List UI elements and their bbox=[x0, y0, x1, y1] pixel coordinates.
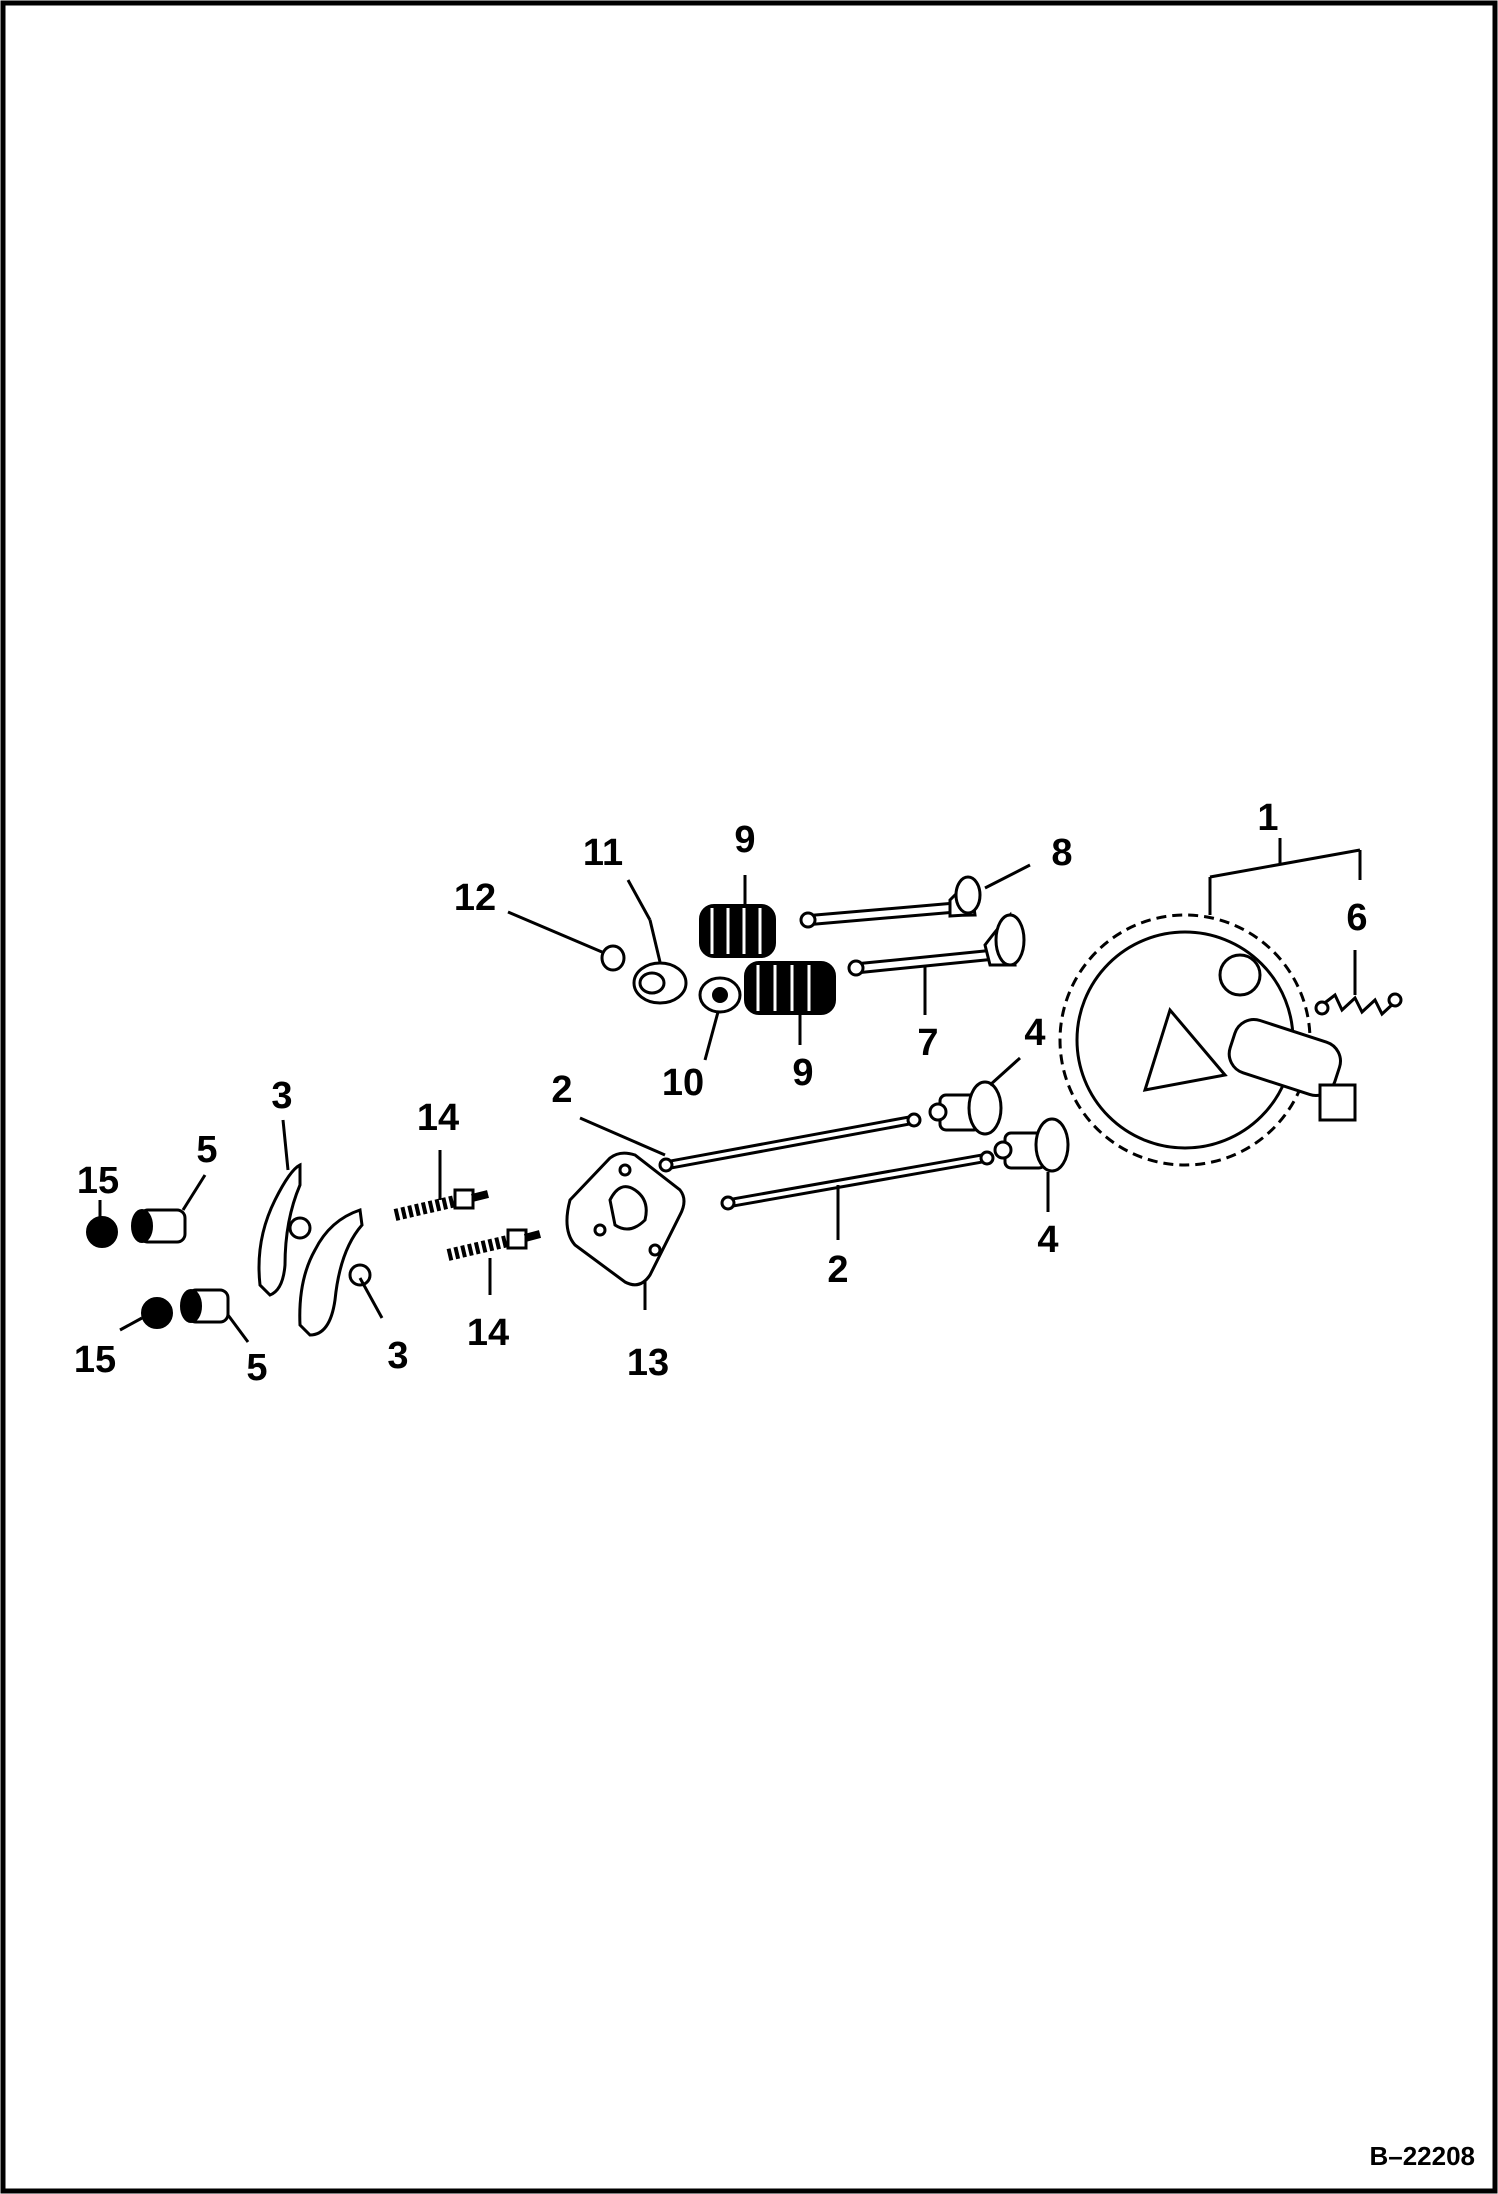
rocker-stud-lower bbox=[446, 1228, 542, 1261]
valve-seat bbox=[698, 976, 742, 1014]
callout-8: 8 bbox=[1051, 832, 1072, 874]
callout-12: 12 bbox=[454, 877, 496, 919]
leader-3-lower bbox=[358, 1277, 384, 1319]
rocker-stud-upper bbox=[393, 1188, 489, 1221]
leader-4-upper bbox=[988, 1056, 1022, 1087]
callout-14-upper: 14 bbox=[417, 1097, 459, 1139]
callout-14-lower: 14 bbox=[467, 1312, 509, 1354]
valve-keeper bbox=[600, 944, 626, 972]
callout-2-lower: 2 bbox=[827, 1249, 848, 1291]
leader-2-upper bbox=[579, 1116, 666, 1157]
callout-5-upper: 5 bbox=[196, 1129, 217, 1171]
leader-3-upper bbox=[281, 1119, 290, 1171]
leader-11 bbox=[626, 879, 652, 921]
valve-spring-lower bbox=[744, 961, 836, 1015]
rocker-arm-upper bbox=[257, 1162, 312, 1297]
callout-11: 11 bbox=[583, 832, 623, 874]
callout-3-upper: 3 bbox=[271, 1075, 292, 1117]
leader-12 bbox=[507, 910, 603, 954]
callout-4-upper: 4 bbox=[1024, 1012, 1045, 1054]
nut-upper bbox=[86, 1216, 118, 1248]
leader-5-lower bbox=[226, 1314, 250, 1343]
valve-lower bbox=[847, 911, 1026, 977]
leader-1-bracket bbox=[1209, 848, 1361, 879]
valve-spring-upper bbox=[699, 904, 776, 958]
spring-retainer bbox=[632, 961, 688, 1005]
callout-1: 1 bbox=[1257, 797, 1278, 839]
callout-15-upper: 15 bbox=[77, 1160, 119, 1202]
callout-4-lower: 4 bbox=[1037, 1219, 1058, 1261]
pivot-upper bbox=[131, 1208, 187, 1244]
leader-15-lower bbox=[119, 1316, 143, 1332]
callout-13: 13 bbox=[627, 1342, 669, 1384]
push-rod-lower bbox=[720, 1150, 995, 1211]
rocker-arm-lower bbox=[298, 1208, 372, 1337]
callout-9-upper: 9 bbox=[734, 819, 755, 861]
callout-2-upper: 2 bbox=[551, 1069, 572, 1111]
callout-5-lower: 5 bbox=[246, 1347, 267, 1389]
valve-upper bbox=[799, 875, 982, 929]
callout-10: 10 bbox=[662, 1062, 704, 1104]
callout-9-lower: 9 bbox=[792, 1052, 813, 1094]
guide-plate bbox=[565, 1151, 686, 1287]
callout-7: 7 bbox=[917, 1022, 938, 1064]
reference-code: B–22208 bbox=[1369, 2141, 1475, 2171]
leader-8 bbox=[984, 863, 1031, 890]
callout-3-lower: 3 bbox=[387, 1335, 408, 1377]
leader-10 bbox=[703, 1011, 720, 1061]
nut-lower bbox=[141, 1297, 173, 1329]
leader-11b bbox=[648, 919, 662, 963]
small-spring bbox=[1314, 992, 1403, 1017]
pivot-lower bbox=[180, 1288, 230, 1324]
tappet-lower bbox=[993, 1117, 1070, 1173]
tappet-upper bbox=[928, 1080, 1003, 1136]
push-rod-upper bbox=[658, 1112, 922, 1173]
camshaft-gear bbox=[1058, 913, 1357, 1167]
callout-6: 6 bbox=[1346, 897, 1367, 939]
leader-5-upper bbox=[181, 1174, 207, 1211]
callout-15-lower: 15 bbox=[74, 1339, 116, 1381]
